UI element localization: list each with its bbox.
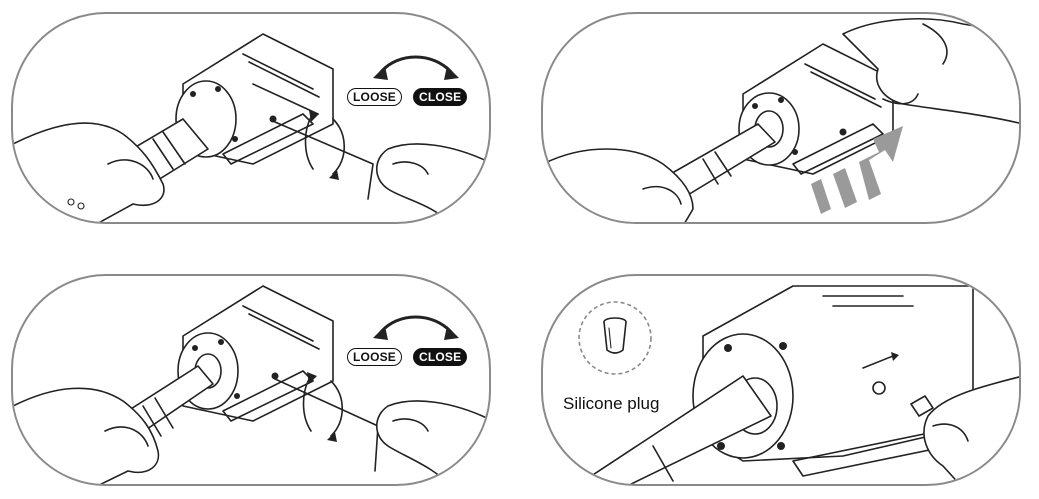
step-2-panel (541, 12, 1021, 224)
allen-key (274, 121, 374, 200)
silicone-plug-caption: Silicone plug (563, 394, 660, 413)
lock-body (738, 43, 894, 175)
step-4-panel: Silicone plug (541, 274, 1021, 486)
silicone-plug-icon (603, 317, 627, 354)
left-hand (543, 148, 694, 222)
close-label: CLOSE (413, 88, 468, 106)
direction-arrow-icon (373, 55, 459, 80)
silicone-plug-callout (578, 301, 652, 375)
step-3-panel: LOOSE CLOSE (11, 274, 491, 486)
right-hand (375, 400, 489, 484)
left-hand (13, 387, 160, 484)
rotation-arrow-icon (302, 372, 343, 442)
push-arrow-icon (811, 126, 903, 214)
step-1-panel: LOOSE CLOSE (11, 12, 491, 224)
right-hand (842, 18, 1019, 124)
step-2-illustration (543, 18, 1019, 222)
direction-arrow-icon (373, 315, 459, 340)
step-4-illustration (577, 285, 1019, 484)
loose-label: LOOSE (347, 88, 403, 106)
step-3-illustration (13, 285, 489, 484)
rotation-arrow-icon (304, 110, 345, 180)
left-hand (13, 122, 165, 222)
lock-cylinder (577, 375, 772, 484)
right-hand (910, 376, 1019, 484)
step-1-illustration (13, 33, 489, 222)
loose-label: LOOSE (347, 348, 403, 366)
right-hand (375, 143, 489, 222)
close-label: CLOSE (413, 348, 468, 366)
lock-body (177, 285, 334, 422)
